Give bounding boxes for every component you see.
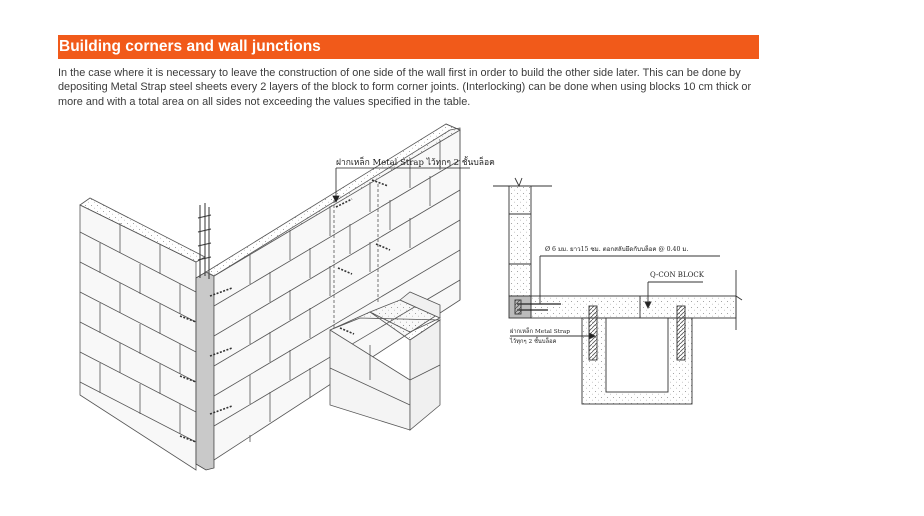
plan-strap-left [588, 305, 598, 361]
plan-strap-note-line2: ไว้ทุกๆ 2 ชั้นบล็อค [509, 336, 557, 345]
wall-junction-illustration: ฝากเหล็ก Metal Strap ไว้ทุกๆ 2 ชั้นบล็อค [79, 123, 743, 471]
partial-wall-side [409, 319, 441, 431]
plan-vertical-wall [508, 185, 532, 297]
plan-strap-right [676, 305, 686, 361]
guide-lines [333, 184, 379, 330]
right-wall-courses [213, 140, 461, 442]
metal-straps [179, 179, 391, 443]
plan-slab-block [530, 295, 737, 319]
rebar-cage [197, 203, 212, 279]
section-heading: Building corners and wall junctions [59, 38, 321, 55]
partial-upper-block [399, 291, 441, 319]
section-title-bar: Building corners and wall junctions [58, 35, 759, 59]
left-wall-courses [79, 223, 197, 443]
isometric-corner-wall [79, 123, 470, 471]
plan-section-detail [493, 177, 743, 405]
plan-strap-note-line1: ฝากเหล็ก Metal Strap [510, 326, 570, 335]
corner-column [195, 271, 215, 471]
plan-dowel-bar [517, 303, 561, 311]
plan-block-label: Q-CON BLOCK [650, 271, 705, 279]
iso-callout-label: ฝากเหล็ก Metal Strap ไว้ทุกๆ 2 ชั้นบล็อค [336, 156, 495, 168]
plan-dowel-note: Ø 6 มม. ยาว15 ซม. ตอกสลับยึดกับบล็อค @ 0… [545, 244, 688, 253]
iso-callout-leader [332, 167, 470, 203]
description-paragraph: In the case where it is necessary to lea… [58, 67, 752, 108]
